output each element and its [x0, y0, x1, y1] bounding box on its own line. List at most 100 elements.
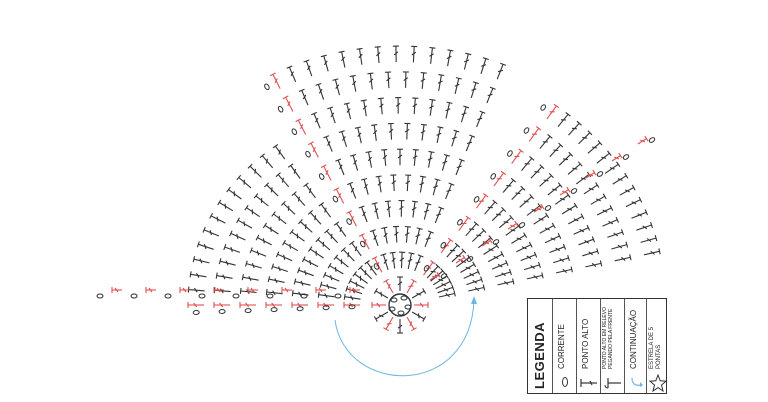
- petal-stitch: [511, 232, 528, 244]
- chain-stitch: [244, 308, 252, 314]
- edge-stitch: [179, 287, 190, 293]
- chain-stitch: [130, 293, 138, 299]
- petal-stitch: [539, 133, 553, 150]
- petal-stitch: [346, 181, 357, 199]
- petal-stitch: [604, 161, 621, 174]
- petal-stitch: [346, 210, 357, 227]
- edge-stitch: [637, 135, 649, 145]
- petal-stitch: [375, 175, 382, 193]
- petal-stitch: [352, 271, 368, 284]
- petal-stitch: [419, 175, 426, 193]
- petal-stitch: [405, 174, 412, 192]
- petal-stitch: [293, 278, 311, 286]
- petal-stitch: [317, 302, 334, 308]
- star-icon: [649, 374, 667, 392]
- petal-stitch: [371, 124, 378, 141]
- petal-stitch: [424, 230, 434, 248]
- petal-stitch: [472, 227, 487, 242]
- petal-stitch: [327, 106, 336, 124]
- chain-stitch: [266, 293, 274, 299]
- petal-stitch: [267, 276, 285, 284]
- chain-oval-icon: [562, 377, 568, 387]
- petal-stitch: [446, 242, 461, 258]
- petal-stitch: [590, 193, 607, 205]
- petal-stitch: [236, 174, 252, 189]
- continuation-arrow-icon: [631, 377, 643, 387]
- petal-stitch: [187, 302, 204, 308]
- petal-stitch: [291, 191, 306, 206]
- edge-stitch: [559, 186, 571, 196]
- legend-box: LEGENDA CORRENTE PONTO ALTO PONTO ALTO E…: [527, 298, 667, 394]
- petal-stitch: [411, 200, 419, 218]
- petal-stitch: [387, 122, 394, 140]
- legend-label-continue: CONTINUAÇÃO: [629, 309, 638, 369]
- petal-stitch: [335, 158, 345, 176]
- petal-stitch: [526, 272, 544, 280]
- petal-stitch: [364, 260, 377, 276]
- petal-stitch: [553, 254, 570, 264]
- petal-stitch: [568, 213, 585, 225]
- petal-stitch: [602, 216, 620, 227]
- petal-stitch: [397, 148, 403, 166]
- petal-stitch: [264, 182, 279, 197]
- petal-stitch: [483, 242, 500, 255]
- petal-stitch: [215, 272, 233, 280]
- petal-stitch: [244, 260, 262, 269]
- petal-stitch: [209, 212, 226, 224]
- petal-stitch: [524, 261, 541, 271]
- legend-col-chain: CORRENTE: [552, 299, 568, 393]
- petal-stitch: [385, 71, 392, 89]
- petal-stitch: [241, 274, 259, 282]
- petal-stitch: [338, 130, 348, 148]
- chain-stitch: [473, 196, 480, 203]
- petal-stitch: [476, 110, 486, 128]
- petal-stitch: [454, 77, 462, 95]
- petal-stitch: [582, 248, 600, 257]
- chain-stitch: [348, 304, 356, 310]
- petal-stitch: [301, 256, 319, 268]
- petal-stitch: [226, 186, 242, 200]
- petal-stitch: [567, 161, 583, 175]
- petal-stitch: [420, 72, 427, 89]
- chain-stitch: [596, 171, 604, 177]
- petal-stitch: [295, 118, 307, 135]
- petal-stitch: [356, 47, 363, 65]
- petal-stitch: [491, 206, 507, 222]
- petal-stitch: [333, 187, 345, 204]
- petal-stitch: [426, 263, 441, 279]
- petal-stitch: [318, 202, 332, 218]
- petal-stitch: [466, 276, 484, 286]
- petal-stitch: [390, 174, 397, 192]
- petal-stitch: [196, 241, 214, 250]
- petal-stitch: [333, 221, 347, 237]
- legend-label-dc: PONTO ALTO: [581, 318, 590, 369]
- petal-stitch: [229, 230, 246, 241]
- petal-stitch: [349, 240, 362, 257]
- petal-stitch: [357, 265, 373, 280]
- petal-stitch: [402, 71, 409, 88]
- petal-stitch: [463, 52, 472, 70]
- petal-stitch: [420, 123, 427, 141]
- petal-stitch: [218, 258, 236, 266]
- edge-stitch: [111, 287, 122, 293]
- round1-stitch: [397, 319, 403, 334]
- petal-stitch: [434, 206, 445, 224]
- petal-stitch: [460, 261, 477, 273]
- petal-stitch: [262, 222, 279, 235]
- petal-stitch: [631, 209, 649, 219]
- petal-stitch: [516, 241, 533, 253]
- petal-stitch: [354, 126, 362, 144]
- petal-stitch: [289, 229, 305, 242]
- chain-stitch: [440, 242, 447, 249]
- petal-stitch: [441, 153, 450, 171]
- petal-stitch: [438, 290, 456, 298]
- petal-stitch: [539, 222, 556, 234]
- petal-stitch: [265, 302, 282, 308]
- edge-stitch: [145, 287, 156, 293]
- edge-stitch: [533, 203, 545, 213]
- petal-stitch: [275, 251, 293, 262]
- petal-stitch: [437, 284, 455, 294]
- petal-stitch: [315, 82, 325, 100]
- petal-stitch: [583, 182, 600, 195]
